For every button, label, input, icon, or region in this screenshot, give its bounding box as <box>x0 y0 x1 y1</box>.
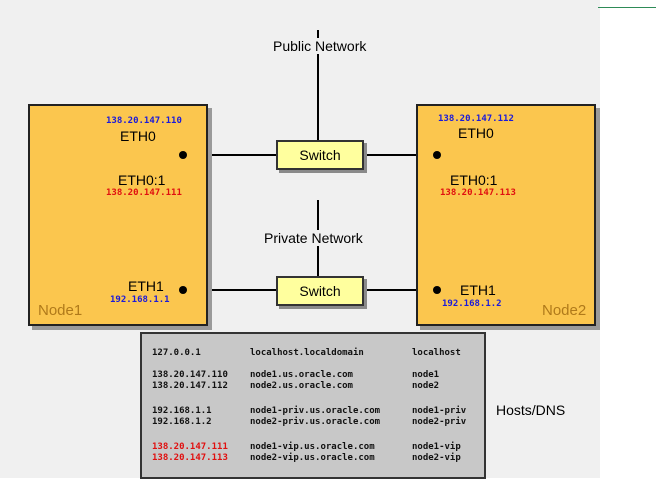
host-ip: 127.0.0.1 <box>152 348 201 358</box>
diagram-canvas: 138.20.147.110 ETH0 ETH0:1 138.20.147.11… <box>0 0 600 479</box>
host-fqdn: node1-vip.us.oracle.com <box>250 442 375 452</box>
private-network-text: Private Network <box>262 230 365 246</box>
host-alias: node1-priv <box>412 406 467 416</box>
node1-eth0-label: ETH0 <box>120 128 156 144</box>
host-alias: node1 <box>412 370 440 380</box>
host-ip: 192.168.1.2 <box>152 417 212 427</box>
host-ip: 138.20.147.113 <box>152 453 228 463</box>
node2-eth0-1-ip: 138.20.147.113 <box>440 188 516 198</box>
private-network-label: Private Network <box>262 230 365 246</box>
node1-eth0-dot <box>179 151 187 159</box>
private-switch: Switch <box>276 276 364 306</box>
host-alias: node2 <box>412 381 440 391</box>
hosts-dns-label: Hosts/DNS <box>496 402 566 418</box>
node2-eth0-dot <box>433 151 441 159</box>
hosts-dns-table: 127.0.0.1 localhost.localdomain localhos… <box>140 332 486 479</box>
host-fqdn: localhost.localdomain <box>250 348 364 358</box>
host-ip: 192.168.1.1 <box>152 406 212 416</box>
public-network-label: Public Network <box>271 38 369 54</box>
top-divider <box>598 7 656 8</box>
node2-name: Node2 <box>542 302 587 319</box>
host-alias: localhost <box>412 348 461 358</box>
node2-eth0-ip: 138.20.147.112 <box>438 114 514 124</box>
node1-eth1-ip: 192.168.1.1 <box>110 295 170 305</box>
host-alias: node1-vip <box>412 442 461 452</box>
host-fqdn: node2-priv.us.oracle.com <box>250 417 381 427</box>
node1-eth1-label: ETH1 <box>128 278 164 294</box>
host-ip: 138.20.147.111 <box>152 442 228 452</box>
host-fqdn: node1-priv.us.oracle.com <box>250 406 381 416</box>
nic-dots <box>179 151 441 294</box>
host-fqdn: node1.us.oracle.com <box>250 370 353 380</box>
public-network-text: Public Network <box>271 38 369 54</box>
node1-eth0-ip: 138.20.147.110 <box>106 116 182 126</box>
host-fqdn: node2-vip.us.oracle.com <box>250 453 375 463</box>
node1-eth0-1-label: ETH0:1 <box>118 172 166 188</box>
host-alias: node2-priv <box>412 417 467 427</box>
host-fqdn: node2.us.oracle.com <box>250 381 353 391</box>
node1-eth0-1-ip: 138.20.147.111 <box>106 188 182 198</box>
node1-box: 138.20.147.110 ETH0 ETH0:1 138.20.147.11… <box>28 104 208 326</box>
node2-eth1-label: ETH1 <box>460 282 496 298</box>
node1-eth1-dot <box>179 286 187 294</box>
host-ip: 138.20.147.112 <box>152 381 228 391</box>
host-alias: node2-vip <box>412 453 461 463</box>
node2-eth1-ip: 192.168.1.2 <box>442 299 502 309</box>
node2-eth1-dot <box>433 286 441 294</box>
node2-box: 138.20.147.112 ETH0 ETH0:1 138.20.147.11… <box>416 104 596 326</box>
host-ip: 138.20.147.110 <box>152 370 228 380</box>
public-switch: Switch <box>276 140 364 170</box>
node2-eth0-1-label: ETH0:1 <box>450 172 498 188</box>
node1-name: Node1 <box>38 302 83 319</box>
node2-eth0-label: ETH0 <box>458 125 494 141</box>
